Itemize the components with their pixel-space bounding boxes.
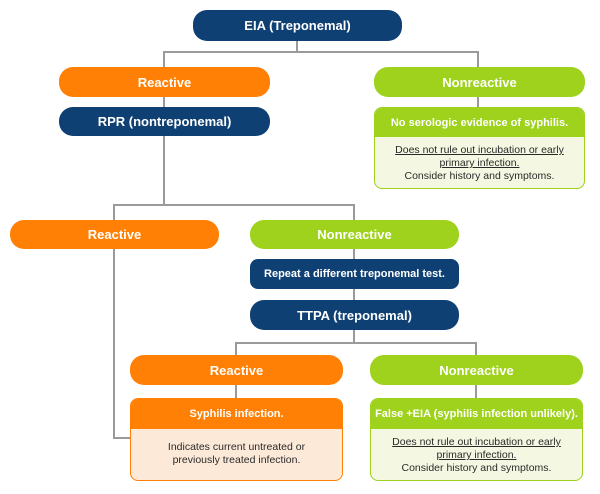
note-underlined-line2: primary infection. — [439, 157, 520, 169]
no-serologic-evidence-box: No serologic evidence of syphilis. Does … — [374, 107, 585, 189]
connector-reactive-syphilis — [113, 249, 130, 439]
level3-reactive-node: Reactive — [130, 355, 343, 385]
note-plain-line: Consider history and symptoms. — [401, 462, 552, 474]
level1-nonreactive-node: Nonreactive — [374, 67, 585, 97]
syphilis-infection-box: Syphilis infection. Indicates current un… — [130, 398, 343, 481]
connector-ttpa-split — [235, 342, 477, 355]
false-eia-header: False +EIA (syphilis infection unlikely)… — [371, 399, 582, 429]
indicates-line2: previously treated infection. — [172, 454, 301, 466]
rpr-nontreponemal-node: RPR (nontreponemal) — [59, 107, 270, 136]
ttpa-treponemal-node: TTPA (treponemal) — [250, 300, 459, 330]
connector-rpr-split — [113, 204, 355, 220]
note-underlined-line2: primary infection. — [436, 449, 517, 461]
note-underlined-line1: Does not rule out incubation or early — [395, 144, 564, 156]
level2-reactive-node: Reactive — [10, 220, 219, 249]
false-eia-box: False +EIA (syphilis infection unlikely)… — [370, 398, 583, 481]
false-eia-note: Does not rule out incubation or early pr… — [371, 429, 582, 475]
note-plain-line: Consider history and symptoms. — [404, 170, 555, 182]
connector-eia-split — [163, 51, 479, 67]
syphilis-infection-header: Syphilis infection. — [131, 399, 342, 429]
note-underlined-line1: Does not rule out incubation or early — [392, 436, 561, 448]
syphilis-infection-note: Indicates current untreated or previousl… — [131, 429, 342, 467]
repeat-treponemal-test-node: Repeat a different treponemal test. — [250, 259, 459, 289]
eia-treponemal-node: EIA (Treponemal) — [193, 10, 402, 41]
no-serologic-evidence-header: No serologic evidence of syphilis. — [375, 108, 584, 137]
level1-reactive-node: Reactive — [59, 67, 270, 97]
no-serologic-evidence-note: Does not rule out incubation or early pr… — [375, 137, 584, 183]
level3-nonreactive-node: Nonreactive — [370, 355, 583, 385]
indicates-line1: Indicates current untreated or — [167, 441, 306, 453]
level2-nonreactive-node: Nonreactive — [250, 220, 459, 249]
